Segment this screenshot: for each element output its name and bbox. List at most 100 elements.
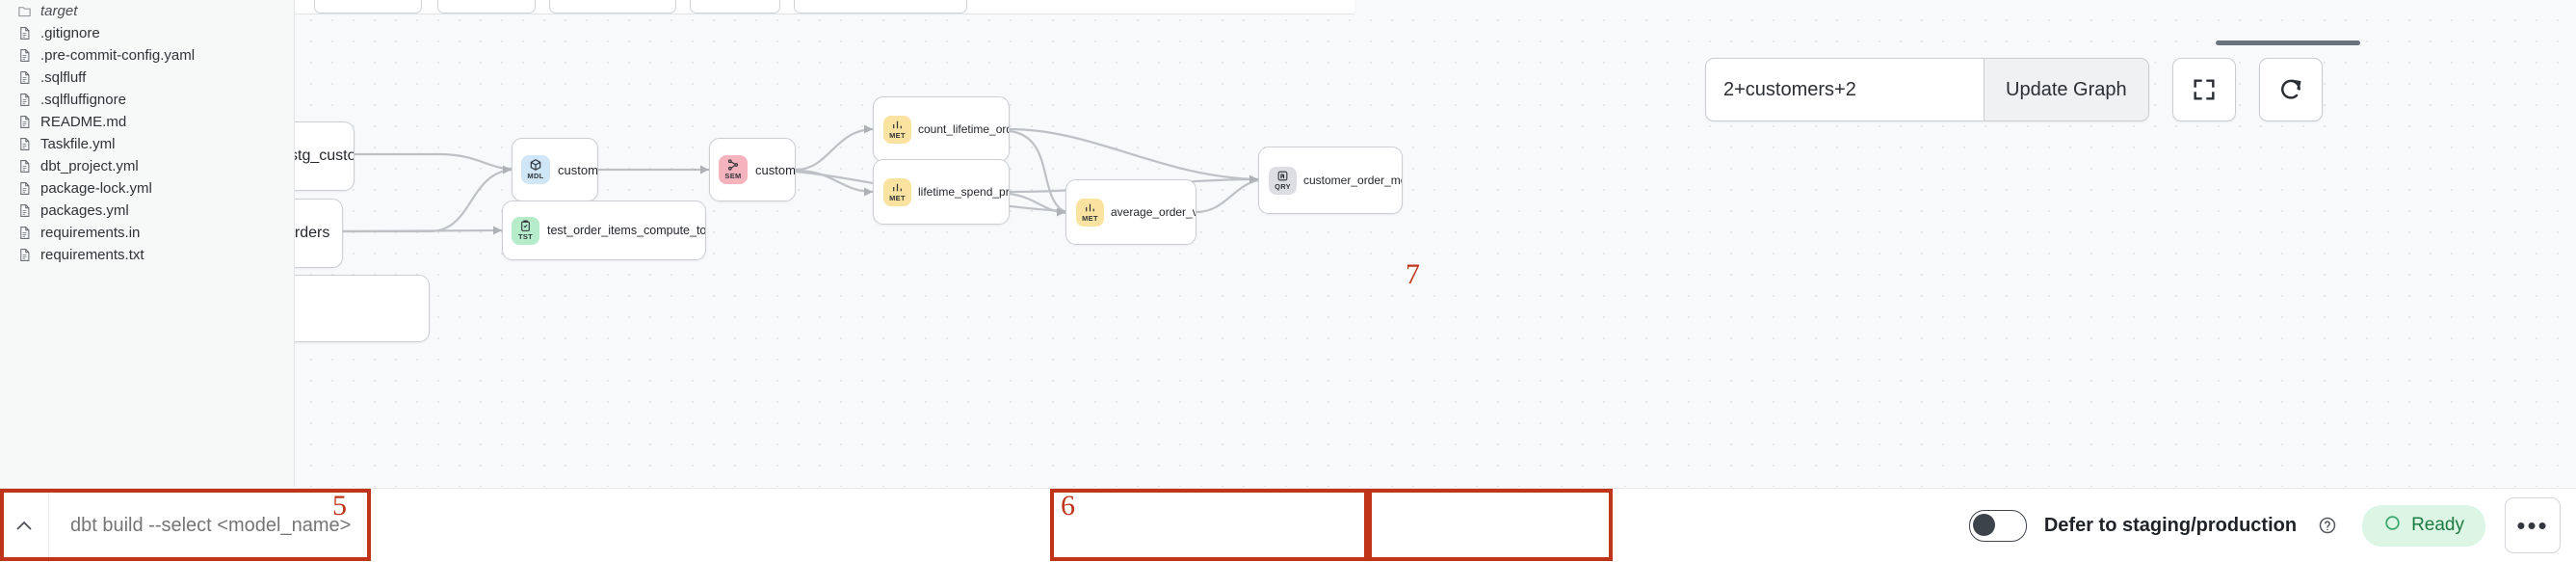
badge-label: MET	[889, 193, 906, 202]
file-label: Taskfile.yml	[40, 136, 116, 152]
file-icon	[20, 160, 30, 173]
graph-edges	[342, 124, 1259, 235]
file-row[interactable]: dbt_project.yml	[0, 155, 294, 177]
file-label: target	[40, 3, 78, 19]
toolbar-button-4[interactable]	[690, 0, 780, 13]
defer-toggle[interactable]	[1968, 509, 2027, 542]
status-circle-icon	[2383, 514, 2402, 538]
refresh-button[interactable]	[2258, 58, 2323, 121]
graph-node-label: stg_customers	[295, 147, 354, 164]
sem-badge-icon: SEM	[719, 155, 748, 184]
badge-label: SEM	[724, 172, 742, 180]
file-row[interactable]: requirements.in	[0, 222, 294, 244]
file-icon	[20, 94, 30, 106]
file-label: README.md	[40, 114, 127, 130]
file-icon	[20, 204, 30, 217]
met-badge-icon: MET	[883, 115, 911, 144]
file-icon	[20, 49, 30, 62]
active-tab-indicator	[2216, 40, 2360, 45]
mdl-badge-icon: MDL	[521, 155, 550, 184]
met-badge-icon: MET	[883, 177, 911, 206]
file-icon	[20, 227, 30, 239]
toolbar-button-5[interactable]	[794, 0, 967, 13]
file-label: requirements.txt	[40, 247, 145, 263]
file-label: package-lock.yml	[40, 180, 152, 197]
graph-controls: Update Graph	[1705, 58, 2323, 121]
qry-badge-icon: QRY	[1269, 166, 1297, 195]
graph-node-customer-order-metrics[interactable]: QRY customer_order_metrics	[1258, 147, 1403, 214]
graph-selector-input[interactable]	[1706, 59, 1984, 120]
status-label: Ready	[2411, 515, 2464, 535]
tst-badge-icon: TST	[512, 216, 539, 245]
fullscreen-button[interactable]	[2171, 58, 2236, 121]
file-icon	[20, 182, 30, 195]
chevron-up-icon[interactable]	[0, 489, 49, 562]
graph-selector-group: Update Graph	[1705, 58, 2149, 121]
file-icon	[20, 138, 30, 150]
file-label: .sqlfluff	[40, 69, 87, 86]
file-row[interactable]: README.md	[0, 111, 294, 133]
toolbar-button-2[interactable]	[437, 0, 536, 13]
file-icon	[20, 71, 30, 84]
file-row[interactable]: .pre-commit-config.yaml	[0, 44, 294, 67]
file-row[interactable]: .sqlfluffignore	[0, 89, 294, 111]
badge-label: MET	[889, 130, 906, 140]
defer-label: Defer to staging/production	[2043, 514, 2298, 536]
graph-node-test-order-items[interactable]: TST test_order_items_compute_to_bools...	[502, 201, 706, 260]
graph-node-label: customer_order_metrics	[1303, 174, 1402, 187]
graph-node-label: lifetime_spend_pretax	[918, 185, 1009, 199]
file-row[interactable]: target	[0, 0, 294, 22]
graph-node-customers-sem[interactable]: SEM customers	[709, 138, 796, 201]
file-label: .gitignore	[40, 25, 100, 41]
folder-icon	[18, 7, 31, 17]
help-circle-icon[interactable]	[2318, 516, 2337, 535]
update-graph-button[interactable]: Update Graph	[1984, 59, 2148, 120]
file-icon	[20, 27, 30, 40]
file-label: .sqlfluffignore	[40, 92, 126, 108]
file-row[interactable]: packages.yml	[0, 200, 294, 222]
file-icon	[20, 116, 30, 128]
graph-node-label: customers	[755, 162, 795, 177]
graph-node-lifetime-spend-pretax[interactable]: MET lifetime_spend_pretax	[873, 159, 1010, 225]
file-label: packages.yml	[40, 202, 129, 219]
command-input[interactable]	[49, 513, 573, 538]
annotation-number-5: 5	[332, 490, 347, 522]
toolbar-button-1[interactable]	[314, 0, 422, 13]
graph-node-label: customers	[558, 162, 597, 177]
file-label: requirements.in	[40, 225, 141, 241]
graph-node-label: test_order_items_compute_to_bools...	[547, 224, 705, 237]
graph-node-average-order-value[interactable]: MET average_order_value	[1065, 179, 1196, 245]
defer-control: Defer to staging/production	[1968, 509, 2362, 542]
toolbar-button-3[interactable]	[549, 0, 676, 13]
file-label: .pre-commit-config.yaml	[40, 47, 196, 64]
file-row[interactable]: Taskfile.yml	[0, 133, 294, 155]
file-icon	[20, 249, 30, 261]
annotation-number-6: 6	[1061, 490, 1075, 522]
file-row[interactable]: .gitignore	[0, 22, 294, 44]
file-row[interactable]: package-lock.yml	[0, 177, 294, 200]
status-badge[interactable]: Ready	[2362, 504, 2485, 547]
badge-label: QRY	[1275, 181, 1291, 191]
defer-toggle-knob	[1972, 513, 1995, 536]
bottom-bar: Defer to staging/production Ready •••	[0, 488, 2576, 562]
more-options-icon[interactable]: •••	[2505, 497, 2561, 553]
graph-node-customers-mdl[interactable]: MDL customers	[512, 138, 598, 201]
graph-node-stg-customers[interactable]: stg_customers	[295, 121, 355, 191]
badge-label: MET	[1082, 213, 1098, 223]
file-explorer: target .gitignore .pre-commit-config.yaml.…	[0, 0, 295, 487]
file-row[interactable]: requirements.txt	[0, 244, 294, 266]
badge-label: MDL	[527, 172, 544, 180]
file-row[interactable]: .sqlfluff	[0, 67, 294, 89]
annotation-number-7: 7	[1406, 258, 1420, 290]
graph-node-offscreen-bottom[interactable]	[295, 275, 430, 342]
graph-node-label: average_order_value	[1111, 205, 1196, 219]
file-label: dbt_project.yml	[40, 158, 139, 174]
met-badge-icon: MET	[1076, 198, 1104, 227]
badge-label: TST	[517, 231, 534, 241]
